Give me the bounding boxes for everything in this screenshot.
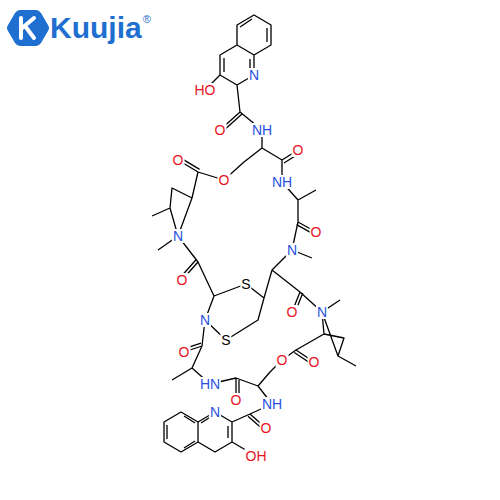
atom-label: O xyxy=(292,143,305,157)
atom-label: N xyxy=(286,243,298,257)
atom-label: NH xyxy=(251,123,273,137)
atom-label: O xyxy=(230,393,243,407)
atom-label: NH xyxy=(271,175,293,189)
atom-label: O xyxy=(178,345,191,359)
atom-label: O xyxy=(276,353,289,367)
atom-label: N xyxy=(199,313,211,327)
atom-label: N xyxy=(209,405,221,419)
atom-label: O xyxy=(286,305,299,319)
atom-label: N xyxy=(248,68,260,82)
atom-label: O xyxy=(218,173,231,187)
registered-mark: ® xyxy=(143,13,151,25)
atom-label: N xyxy=(316,305,328,319)
atom-label: NH xyxy=(261,397,283,411)
atom-label: O xyxy=(308,355,321,369)
logo-icon xyxy=(7,10,49,46)
atom-label: S xyxy=(220,333,231,347)
atom-label: O xyxy=(260,421,273,435)
atom-label: HO xyxy=(194,83,217,97)
bond-lines xyxy=(152,15,356,456)
atom-label: O xyxy=(310,225,323,239)
atom-label: O xyxy=(172,153,185,167)
atom-label: S xyxy=(240,277,251,291)
atom-label: OH xyxy=(245,449,268,463)
atom-label: N xyxy=(172,229,184,243)
logo-text: Kuujia xyxy=(50,12,142,44)
atom-label: HN xyxy=(199,377,221,391)
atom-label: O xyxy=(176,273,189,287)
atom-label: O xyxy=(214,123,227,137)
